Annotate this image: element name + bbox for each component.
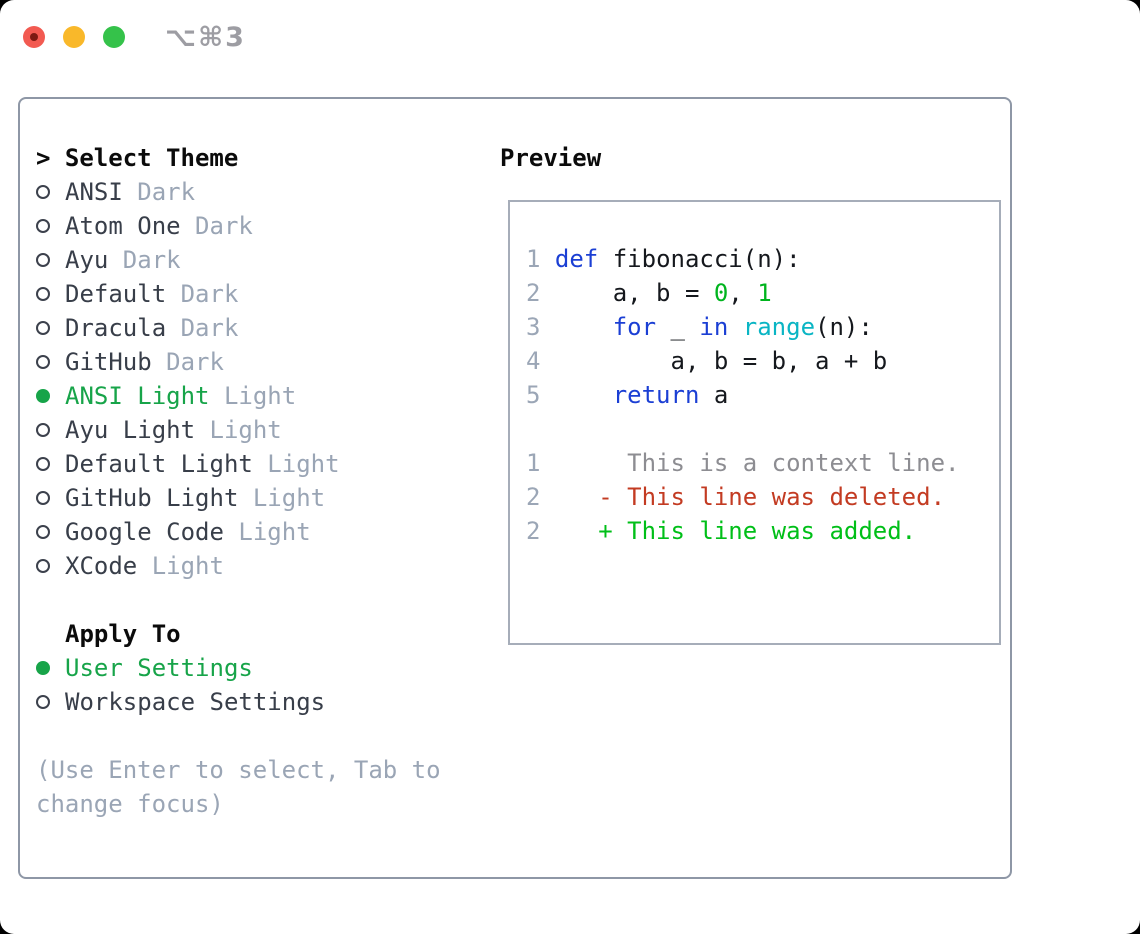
theme-name: ANSI bbox=[65, 178, 123, 206]
line-number: 2 bbox=[526, 517, 541, 545]
theme-option-ansi-light[interactable]: ANSI Light Light bbox=[36, 379, 441, 413]
theme-option-xcode[interactable]: XCode Light bbox=[36, 549, 441, 583]
theme-variant-tag: Light bbox=[252, 450, 340, 478]
radio-icon bbox=[36, 321, 65, 335]
theme-variant-tag: Light bbox=[137, 552, 224, 580]
theme-name: Atom One bbox=[65, 212, 181, 240]
theme-option-atom-one[interactable]: Atom One Dark bbox=[36, 209, 441, 243]
apply-option-workspace-settings[interactable]: Workspace Settings bbox=[36, 685, 441, 719]
theme-name: Default Light bbox=[65, 450, 253, 478]
theme-variant-tag: Light bbox=[209, 382, 297, 410]
preview-code-line: 3 for _ in range(n): bbox=[526, 313, 873, 341]
line-number: 4 bbox=[526, 347, 541, 375]
theme-variant-tag: Light bbox=[238, 484, 326, 512]
theme-variant-tag: Dark bbox=[180, 212, 253, 240]
theme-variant-tag: Dark bbox=[151, 348, 224, 376]
code-preview-box: 1 def fibonacci(n): 2 a, b = 0, 1 3 for _ … bbox=[508, 200, 1001, 645]
line-number: 1 bbox=[526, 245, 541, 273]
focus-caret-icon: > bbox=[36, 144, 65, 172]
apply-to-header-row: Apply To bbox=[36, 617, 441, 651]
close-button[interactable] bbox=[23, 26, 45, 48]
radio-icon bbox=[36, 253, 65, 267]
radio-icon bbox=[36, 525, 65, 539]
radio-icon bbox=[36, 559, 65, 573]
preview-title: Preview bbox=[500, 144, 602, 172]
theme-variant-tag: Dark bbox=[166, 314, 239, 342]
radio-icon bbox=[36, 695, 65, 709]
theme-option-default[interactable]: Default Dark bbox=[36, 277, 441, 311]
theme-option-github-light[interactable]: GitHub Light Light bbox=[36, 481, 441, 515]
select-theme-header: > Select Theme bbox=[36, 141, 441, 175]
apply-option-label: Workspace Settings bbox=[65, 688, 326, 716]
theme-name: Dracula bbox=[65, 314, 167, 342]
theme-option-ayu[interactable]: Ayu Dark bbox=[36, 243, 441, 277]
line-number: 3 bbox=[526, 313, 541, 341]
theme-name: Google Code bbox=[65, 518, 224, 546]
theme-option-github[interactable]: GitHub Dark bbox=[36, 345, 441, 379]
theme-option-dracula[interactable]: Dracula Dark bbox=[36, 311, 441, 345]
theme-name: Default bbox=[65, 280, 167, 308]
apply-option-label: User Settings bbox=[65, 654, 253, 682]
theme-name: Ayu bbox=[65, 246, 109, 274]
radio-icon bbox=[36, 185, 65, 199]
help-text-line-1: (Use Enter to select, Tab to bbox=[36, 756, 441, 784]
radio-icon bbox=[36, 355, 65, 369]
theme-variant-tag: Dark bbox=[166, 280, 239, 308]
preview-diff-line: 1 This is a context line. bbox=[526, 449, 960, 477]
line-number: 1 bbox=[526, 449, 541, 477]
radio-icon bbox=[36, 219, 65, 233]
minimize-button[interactable] bbox=[63, 26, 85, 48]
theme-variant-tag: Light bbox=[223, 518, 311, 546]
radio-icon bbox=[36, 491, 65, 505]
radio-icon bbox=[36, 423, 65, 437]
zoom-button[interactable] bbox=[103, 26, 125, 48]
preview-code-line: 5 return a bbox=[526, 381, 729, 409]
window-title: ⌥⌘3 bbox=[165, 22, 246, 53]
theme-variant-tag: Dark bbox=[108, 246, 181, 274]
theme-variant-tag: Light bbox=[195, 416, 282, 444]
apply-option-user-settings[interactable]: User Settings bbox=[36, 651, 441, 685]
theme-option-default-light[interactable]: Default Light Light bbox=[36, 447, 441, 481]
preview-code-line: 1 def fibonacci(n): bbox=[526, 245, 801, 273]
radio-selected-icon bbox=[36, 389, 65, 403]
select-theme-title: Select Theme bbox=[64, 144, 239, 172]
apply-to-title: Apply To bbox=[65, 620, 181, 648]
radio-icon bbox=[36, 457, 65, 471]
theme-variant-tag: Dark bbox=[122, 178, 196, 206]
radio-selected-icon bbox=[36, 661, 65, 675]
theme-name: ANSI Light bbox=[65, 382, 210, 410]
radio-icon bbox=[36, 287, 65, 301]
preview-diff-line: 2 - This line was deleted. bbox=[526, 483, 946, 511]
preview-diff-line: 2 + This line was added. bbox=[526, 517, 917, 545]
line-number: 2 bbox=[526, 279, 541, 307]
theme-option-ayu-light[interactable]: Ayu Light Light bbox=[36, 413, 441, 447]
theme-option-ansi[interactable]: ANSI Dark bbox=[36, 175, 441, 209]
line-number: 2 bbox=[526, 483, 541, 511]
preview-code-line: 4 a, b = b, a + b bbox=[526, 347, 888, 375]
theme-name: GitHub bbox=[65, 348, 152, 376]
preview-code-line: 2 a, b = 0, 1 bbox=[526, 279, 772, 307]
help-text-line-2: change focus) bbox=[36, 790, 224, 818]
theme-name: XCode bbox=[65, 552, 138, 580]
theme-option-google-code[interactable]: Google Code Light bbox=[36, 515, 441, 549]
unsaved-indicator-icon bbox=[30, 33, 38, 41]
theme-name: GitHub Light bbox=[65, 484, 239, 512]
theme-name: Ayu Light bbox=[65, 416, 196, 444]
line-number: 5 bbox=[526, 381, 541, 409]
